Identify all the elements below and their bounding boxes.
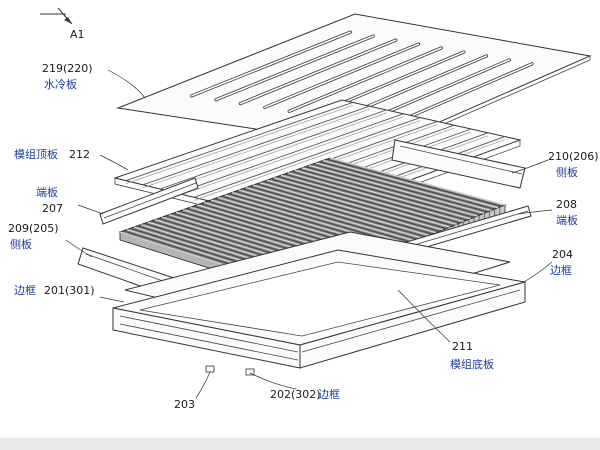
battery-cell bbox=[231, 191, 409, 245]
battery-cell bbox=[263, 180, 440, 232]
battery-cell bbox=[273, 177, 450, 228]
battery-cell bbox=[238, 189, 416, 242]
label-end-plate-left-name: 端板 bbox=[36, 185, 58, 199]
side-plate-right bbox=[391, 139, 526, 189]
top-plate-rib-shadow bbox=[142, 108, 370, 189]
battery-cell bbox=[277, 175, 454, 227]
battery-cell bbox=[256, 183, 433, 235]
label-side-plate-right-name: 侧板 bbox=[556, 165, 578, 179]
label-end-plate-right-number: 208 bbox=[556, 198, 577, 211]
top-plate-rib bbox=[194, 117, 421, 198]
label-end-plate-left-number: 207 bbox=[42, 202, 63, 215]
top-plate-rib bbox=[142, 105, 370, 186]
cooling-channel-inner bbox=[239, 39, 397, 105]
battery-cell bbox=[315, 162, 492, 212]
label-water-plate-name: 水冷板 bbox=[44, 77, 77, 91]
cooling-channel-inner bbox=[190, 31, 352, 97]
top-plate-rib-shadow bbox=[159, 112, 387, 193]
label-side-plate-right-number: 210(206) bbox=[548, 150, 599, 163]
label-frame-left-number: 201(301) bbox=[44, 284, 95, 297]
battery-cell bbox=[329, 157, 506, 206]
battery-cell bbox=[294, 169, 471, 220]
battery-cell bbox=[308, 164, 485, 214]
cooling-channel-inner bbox=[215, 35, 374, 101]
battery-cell bbox=[249, 185, 426, 238]
battery-cell bbox=[305, 166, 482, 216]
battery-cell bbox=[252, 184, 430, 237]
label-bottom-plate-number: 211 bbox=[452, 340, 473, 353]
battery-cell bbox=[312, 163, 488, 213]
battery-cell bbox=[280, 174, 457, 225]
top-plate-rib-shadow bbox=[125, 105, 353, 184]
label-end-plate-right-name: 端板 bbox=[556, 213, 578, 227]
bottom-band bbox=[0, 438, 600, 450]
end-plate-left bbox=[99, 177, 199, 225]
battery-cell bbox=[266, 179, 444, 231]
label-side-plate-left-name: 侧板 bbox=[10, 237, 32, 251]
label-frame-corner-number: 203 bbox=[174, 398, 195, 411]
battery-cell bbox=[270, 178, 447, 230]
battery-cell bbox=[291, 170, 468, 221]
leader-lines bbox=[65, 69, 553, 399]
cooling-channel-inner bbox=[288, 47, 443, 113]
top-plate-rib bbox=[159, 109, 387, 190]
label-frame-right-name: 边框 bbox=[550, 264, 572, 277]
water-cooling-plate bbox=[116, 13, 592, 153]
view-arrow bbox=[40, 7, 73, 25]
label-frame-front-name: 边框 bbox=[318, 388, 340, 401]
view-label: A1 bbox=[70, 28, 85, 41]
battery-cell bbox=[301, 167, 478, 217]
label-top-plate-number: 212 bbox=[69, 148, 90, 161]
cooling-channel-inner bbox=[264, 43, 420, 109]
battery-cell bbox=[284, 173, 461, 224]
top-plate-rib-shadow bbox=[176, 116, 404, 197]
module-top-plate bbox=[113, 99, 522, 229]
label-bottom-plate-name: 模组底板 bbox=[450, 357, 494, 371]
bottom-frame bbox=[112, 249, 526, 376]
top-plate-rib bbox=[176, 113, 404, 194]
label-frame-left-name: 边框 bbox=[14, 284, 36, 297]
battery-cell bbox=[259, 182, 437, 234]
battery-cell bbox=[242, 188, 419, 241]
battery-cell bbox=[326, 158, 502, 207]
top-plate-rib bbox=[125, 101, 353, 182]
label-side-plate-left-number: 209(205) bbox=[8, 222, 59, 235]
label-frame-front-number: 202(302) bbox=[270, 388, 321, 401]
top-plate-rib-shadow bbox=[194, 120, 421, 201]
battery-cell bbox=[322, 159, 499, 209]
battery-cell bbox=[319, 161, 495, 210]
battery-cell bbox=[298, 168, 475, 219]
label-water-plate-number: 219(220) bbox=[42, 62, 93, 75]
battery-cell bbox=[245, 187, 423, 239]
battery-cell bbox=[287, 172, 464, 223]
battery-cell bbox=[235, 190, 413, 243]
label-top-plate-name: 模组顶板 bbox=[14, 147, 58, 161]
label-frame-right-number: 204 bbox=[552, 248, 573, 261]
